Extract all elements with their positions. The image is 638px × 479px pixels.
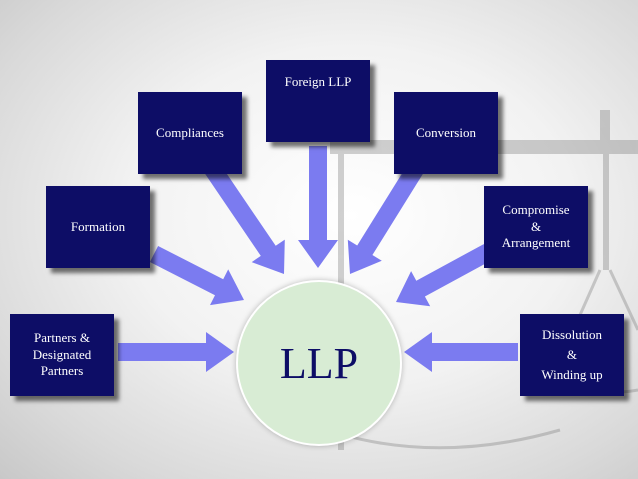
node-dissolution: Dissolution & Winding up <box>520 314 624 396</box>
node-formation-line-1: Formation <box>70 218 126 234</box>
arrow-compliances <box>204 162 285 274</box>
node-compliances: Compliances <box>138 92 242 174</box>
node-foreign-llp: Foreign LLP <box>266 60 370 142</box>
arrow-partners <box>118 332 234 372</box>
arrow-foreign-llp <box>298 146 338 268</box>
node-partners: Partners & Designated Partners <box>10 314 114 396</box>
node-partners-line-3: Partners <box>40 363 84 379</box>
node-formation: Formation <box>46 186 150 268</box>
arrow-compromise <box>396 244 493 307</box>
node-dissolution-line-1: Dissolution <box>542 326 602 342</box>
arrow-dissolution <box>404 332 518 372</box>
node-conversion-line-1: Conversion <box>416 124 476 140</box>
node-dissolution-line-2: & <box>566 346 578 362</box>
node-compromise: Compromise & Arrangement <box>484 186 588 268</box>
node-compromise-line-1: Compromise <box>502 201 570 217</box>
hub-llp: LLP <box>236 280 402 446</box>
node-conversion: Conversion <box>394 92 498 174</box>
node-compliances-line-1: Compliances <box>156 124 224 140</box>
arrow-formation <box>149 246 244 306</box>
node-partners-line-1: Partners & <box>34 329 90 345</box>
node-dissolution-line-3: Winding up <box>541 367 603 383</box>
hub-label: LLP <box>279 338 359 388</box>
node-compromise-line-3: Arrangement <box>501 235 571 251</box>
node-compromise-line-2: & <box>530 218 542 234</box>
node-foreign-llp-line-1: Foreign LLP <box>284 73 352 89</box>
node-partners-line-2: Designated <box>32 346 92 362</box>
arrow-conversion <box>347 163 424 274</box>
